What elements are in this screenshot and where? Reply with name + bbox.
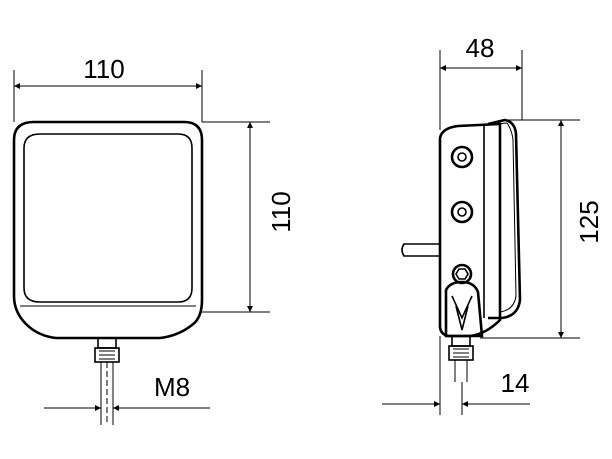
cable-stub: [401, 243, 440, 257]
side-bolt-spacing-dimension: 14: [382, 336, 530, 415]
side-depth-dimension: 48: [439, 33, 523, 130]
front-width-label: 110: [83, 54, 124, 84]
side-lower-bolt-icon: [451, 263, 473, 285]
lens-outline: [23, 133, 193, 303]
bolt-spacing-label: 14: [501, 368, 530, 398]
side-depth-label: 48: [466, 33, 495, 63]
mounting-bolt: [94, 337, 120, 425]
side-lens: [487, 118, 522, 320]
side-height-dimension: 125: [480, 119, 604, 339]
side-view: 48 125 14: [382, 33, 604, 415]
front-height-dimension: 110: [202, 121, 296, 313]
thread-dimension: M8: [44, 372, 210, 411]
front-view: 110 110 M8: [12, 54, 296, 425]
housing-outline: [12, 120, 204, 340]
front-height-label: 110: [266, 191, 296, 232]
side-upper-bolt-icon: [450, 145, 474, 169]
mount-bracket: [444, 280, 484, 338]
front-width-dimension: 110: [13, 54, 203, 122]
side-back-plate: [438, 122, 502, 338]
side-height-label: 125: [574, 200, 604, 243]
side-mounting-bolt: [448, 335, 474, 382]
thread-label: M8: [154, 372, 190, 402]
side-middle-bolt-icon: [450, 200, 474, 224]
